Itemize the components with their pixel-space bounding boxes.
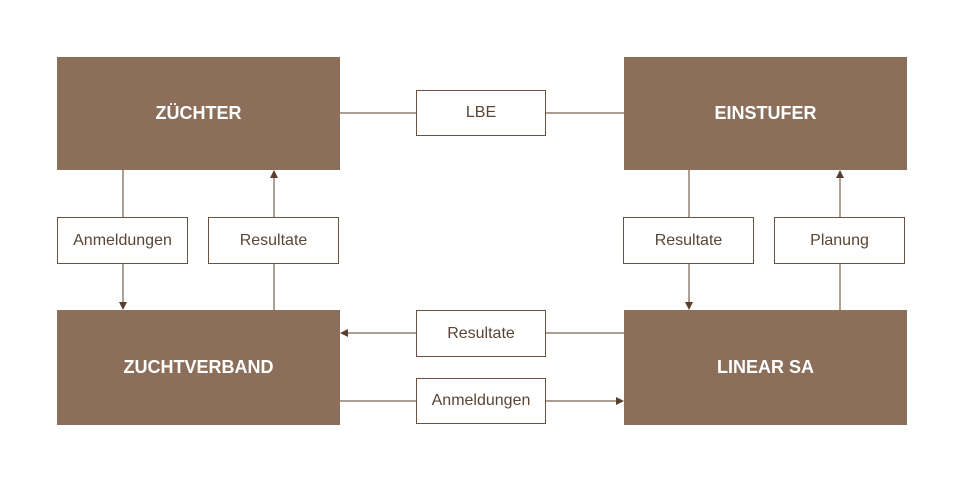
edge-label-resultate-right: Resultate <box>623 217 754 264</box>
edge-label-anmeldungen-middle-text: Anmeldungen <box>431 392 531 409</box>
edge-label-anmeldungen-left-text: Anmeldungen <box>73 231 172 249</box>
edge-label-resultate-middle: Resultate <box>416 310 546 357</box>
node-einstufer: EINSTUFER <box>624 57 907 170</box>
edge-label-lbe-text: LBE <box>465 104 497 121</box>
edge-label-anmeldungen-left: Anmeldungen <box>57 217 188 264</box>
edge-label-anmeldungen-middle: Anmeldungen <box>416 378 546 424</box>
edge-label-planung-text: Planung <box>810 231 869 249</box>
node-zuchtverband-label: ZUCHTVERBAND <box>123 357 274 377</box>
node-zuechter-label: ZÜCHTER <box>155 103 242 123</box>
node-zuchtverband: ZUCHTVERBAND <box>57 310 340 425</box>
edge-label-resultate-right-text: Resultate <box>654 231 723 249</box>
edge-label-resultate-left-text: Resultate <box>239 231 308 249</box>
edge-label-resultate-middle-text: Resultate <box>447 324 515 342</box>
node-linear: LINEAR SA <box>624 310 907 425</box>
edge-label-planung: Planung <box>774 217 905 264</box>
edge-label-lbe: LBE <box>416 90 546 136</box>
edge-label-resultate-left: Resultate <box>208 217 339 264</box>
node-linear-label: LINEAR SA <box>716 357 814 377</box>
node-zuechter: ZÜCHTER <box>57 57 340 170</box>
node-einstufer-label: EINSTUFER <box>714 103 817 123</box>
